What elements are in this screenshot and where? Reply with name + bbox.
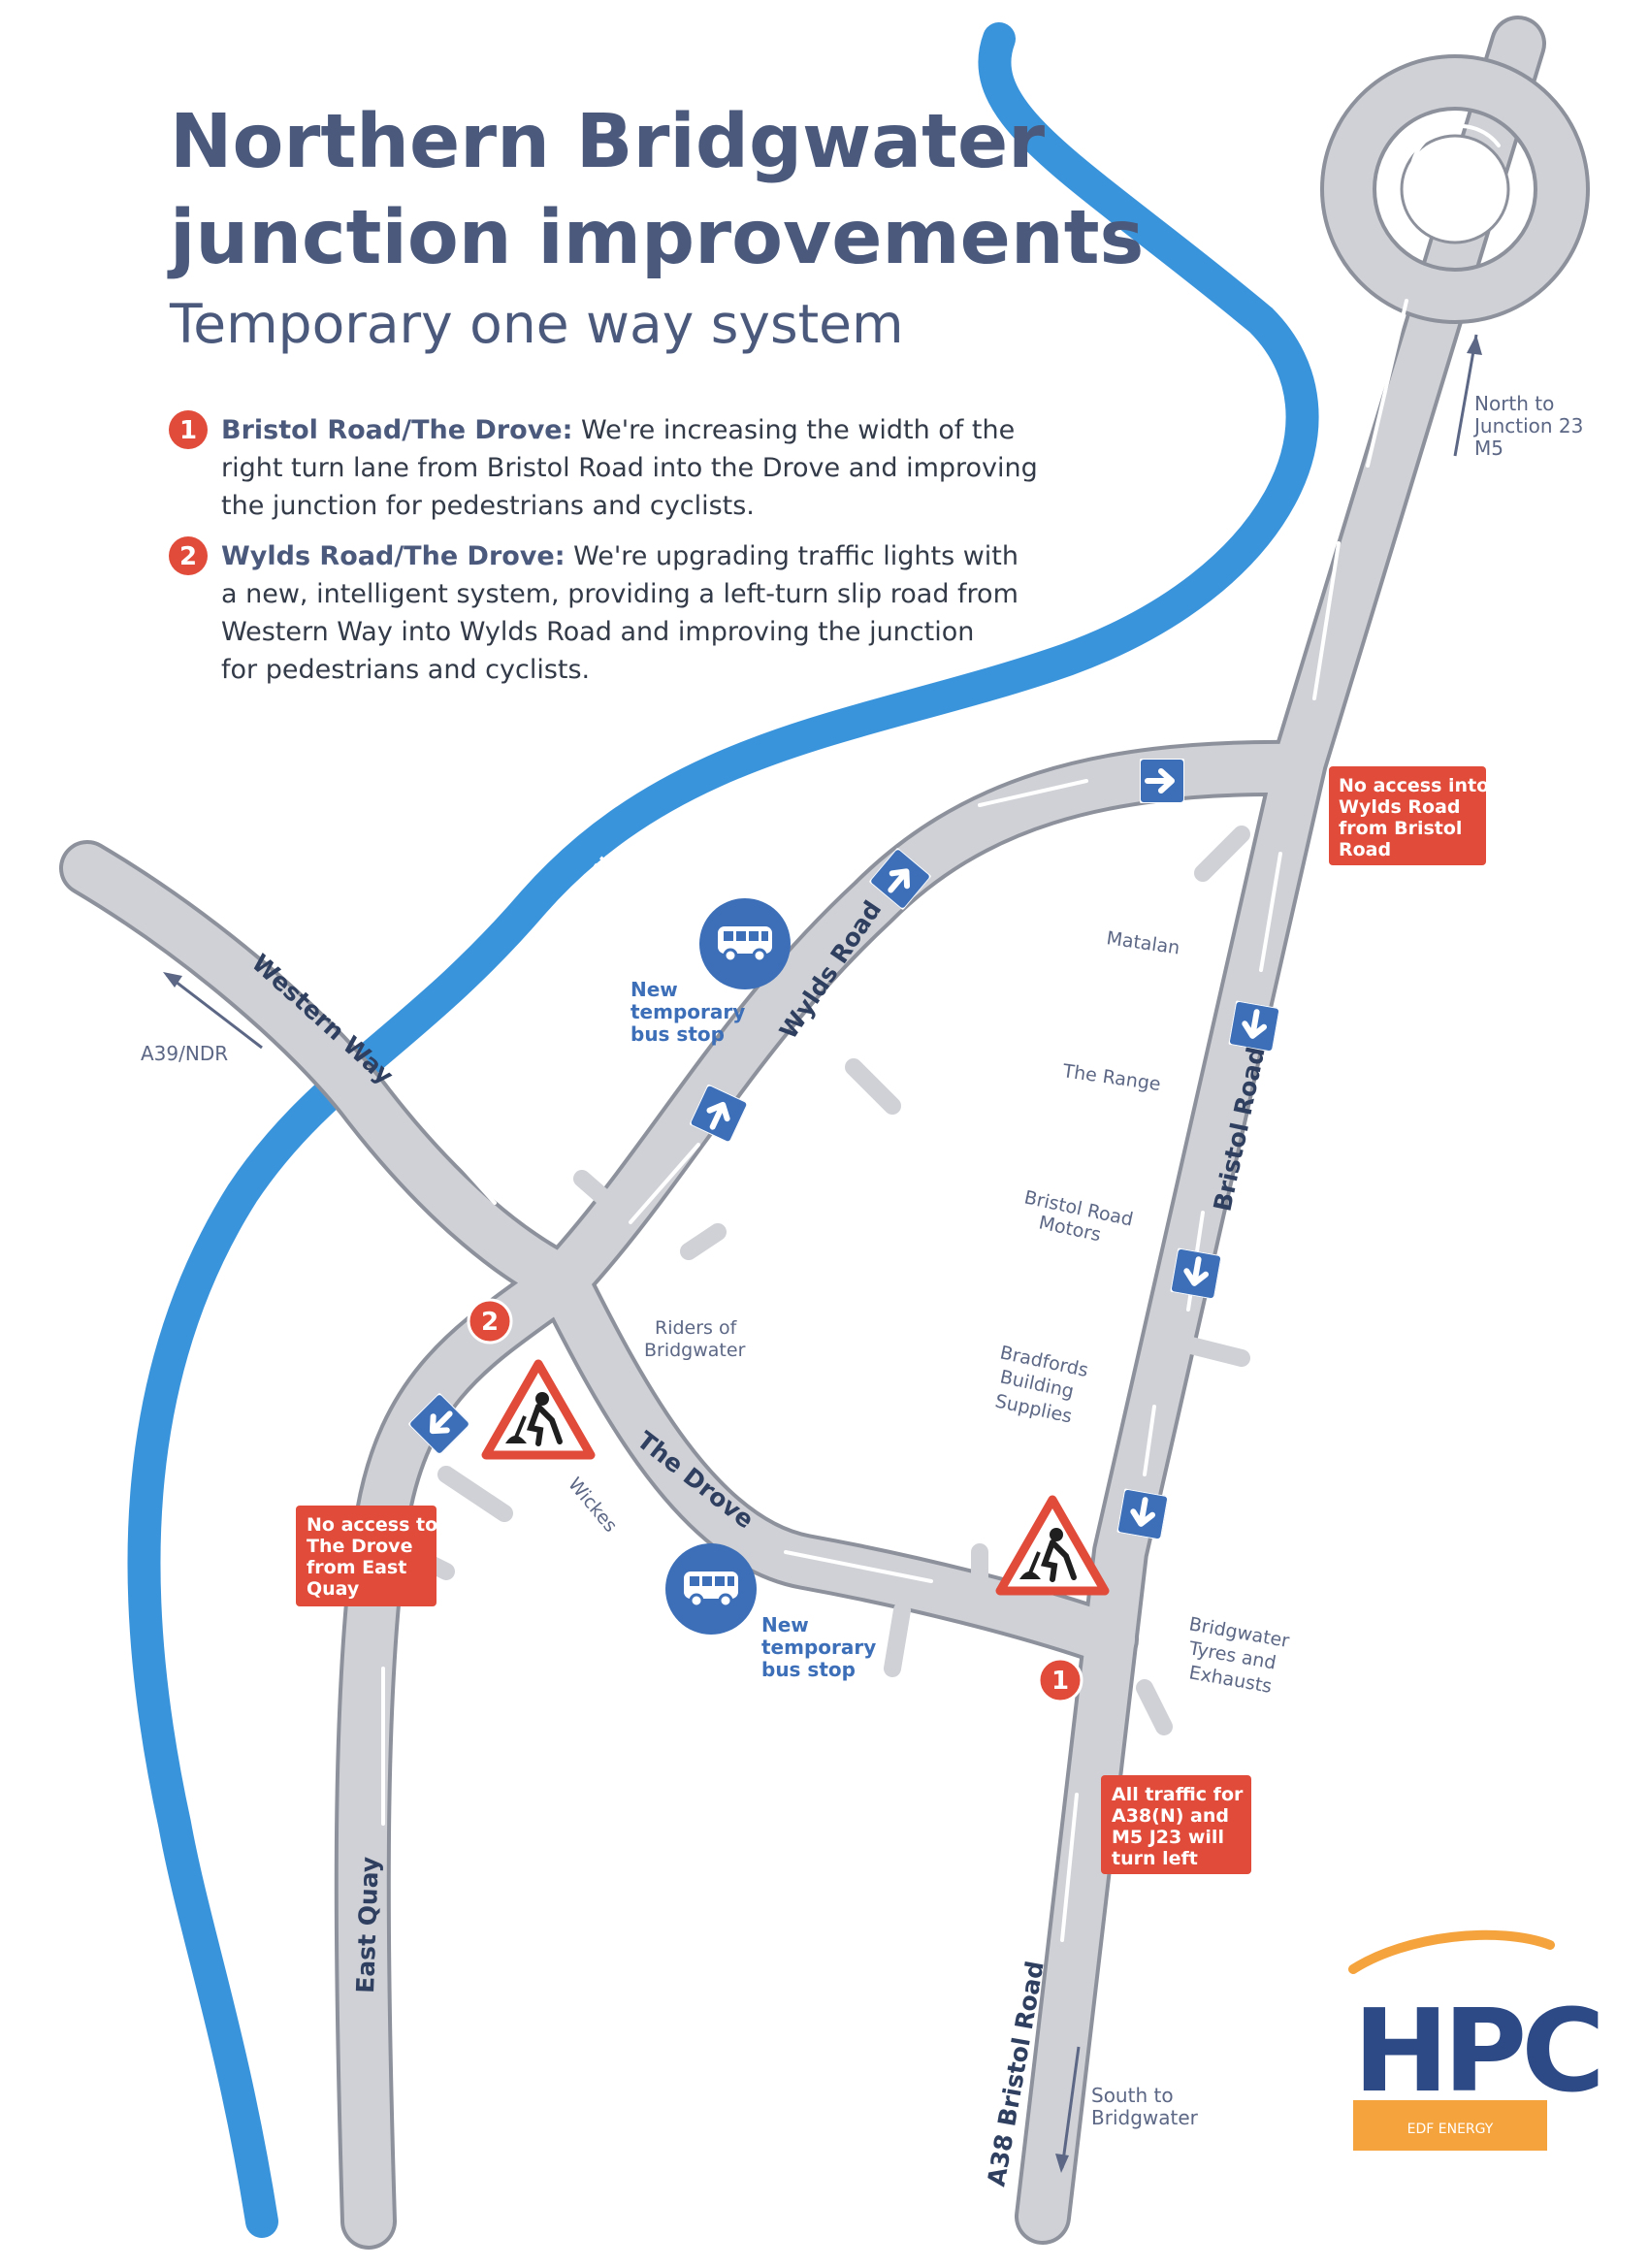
notice-traffic-line-3: M5 J23 will (1112, 1827, 1224, 1848)
point-2-text-4: for pedestrians and cyclists. (221, 655, 590, 685)
north-arrow-icon (1453, 334, 1478, 457)
bus-stop-2-line-3: bus stop (761, 1658, 856, 1681)
hpc-logo-text: HPC (1353, 1984, 1600, 2118)
bus-stop-2-line-1: New (761, 1613, 809, 1636)
notice-drove-line-3: from East (307, 1557, 406, 1578)
bus-icon (698, 897, 792, 990)
notice-wylds-line-2: Wylds Road (1339, 796, 1461, 818)
notice-drove-line-2: The Drove (307, 1536, 412, 1557)
edf-energy-text: EDF ENERGY (1407, 2122, 1494, 2137)
notice-traffic-line-2: A38(N) and (1112, 1805, 1229, 1827)
point-1-line-1: Bristol Road/The Drove: We're increasing… (221, 415, 1015, 445)
road-label-east-quay: East Quay (351, 1856, 384, 1993)
place-wickes: Wickes (564, 1474, 621, 1537)
direction-north: North to Junction 23 M5 (1453, 334, 1583, 460)
header: Northern Bridgwater junction improvement… (167, 99, 1144, 685)
junction-marker-2-number: 2 (481, 1308, 499, 1337)
point-2-line-1: Wylds Road/The Drove: We're upgrading tr… (221, 541, 1018, 571)
bus-stop-1: New temporary bus stop (630, 897, 792, 1046)
bus-stop-1-line-1: New (630, 978, 678, 1001)
place-the-range: The Range (1060, 1060, 1162, 1095)
point-1-text-3: the junction for pedestrians and cyclist… (221, 491, 755, 521)
notice-wylds-line-3: from Bristol (1339, 818, 1462, 839)
roadworks-icon (486, 1364, 591, 1455)
south-line-1: South to (1091, 2084, 1174, 2107)
junction-marker-1-number: 1 (1051, 1667, 1069, 1696)
bus-stop-1-line-3: bus stop (630, 1022, 725, 1046)
junction-marker-2: 2 (467, 1298, 513, 1345)
notice-drove-line-4: Quay (307, 1578, 360, 1600)
bus-stop-1-line-2: temporary (630, 1000, 745, 1023)
river (127, 22, 1319, 2238)
notice-all-traffic: All traffic for A38(N) and M5 J23 will t… (1101, 1775, 1251, 1874)
page-subtitle: Temporary one way system (169, 293, 904, 355)
point-1-text-2: right turn lane from Bristol Road into t… (221, 453, 1038, 483)
junction-marker-1: 1 (1037, 1657, 1083, 1703)
direction-south: South to Bridgwater (1055, 2046, 1199, 2173)
notice-the-drove: No access to The Drove from East Quay (296, 1506, 437, 1606)
place-riders-2: Bridgwater (644, 1340, 746, 1361)
point-2-text-2: a new, intelligent system, providing a l… (221, 579, 1018, 609)
point-1-text-1: We're increasing the width of the (572, 415, 1015, 445)
hpc-logo: HPC EDF ENERGY (1348, 1929, 1605, 2151)
south-line-2: Bridgwater (1091, 2106, 1199, 2129)
page-title-line-1: Northern Bridgwater (170, 99, 1045, 185)
notice-wylds-line-1: No access into (1339, 775, 1489, 796)
point-2-heading: Wylds Road/The Drove: (221, 541, 566, 571)
bus-stop-2-line-2: temporary (761, 1636, 876, 1659)
point-1: 1 Bristol Road/The Drove: We're increasi… (169, 410, 1038, 521)
notice-drove-line-1: No access to (307, 1514, 437, 1536)
notice-traffic-line-4: turn left (1112, 1848, 1198, 1869)
notice-wylds-road: No access into Wylds Road from Bristol R… (1329, 766, 1489, 865)
point-2: 2 Wylds Road/The Drove: We're upgrading … (169, 536, 1018, 685)
lane-markings (381, 124, 1501, 1942)
bus-stop-2: New temporary bus stop (664, 1542, 876, 1681)
point-1-number: 1 (179, 416, 197, 445)
point-2-number: 2 (179, 542, 197, 571)
bus-icon (664, 1542, 758, 1636)
page-title-line-2: junction improvements (167, 195, 1144, 281)
point-2-text-3: Western Way into Wylds Road and improvin… (221, 617, 974, 647)
notice-wylds-line-4: Road (1339, 839, 1391, 860)
direction-a39: A39/NDR (141, 972, 263, 1065)
point-2-text-1: We're upgrading traffic lights with (566, 541, 1018, 571)
point-2-badge (169, 536, 208, 575)
place-matalan: Matalan (1105, 927, 1180, 958)
north-line-1: North to (1474, 392, 1554, 415)
north-line-3: M5 (1474, 437, 1504, 460)
south-arrow-icon (1060, 2046, 1081, 2169)
a39-arrow-icon (166, 973, 263, 1050)
notice-traffic-line-1: All traffic for (1112, 1784, 1244, 1805)
roadworks-icon (1000, 1500, 1105, 1591)
north-line-2: Junction 23 (1472, 414, 1583, 437)
point-1-heading: Bristol Road/The Drove: (221, 415, 572, 445)
place-riders-1: Riders of (655, 1317, 738, 1339)
point-1-badge (169, 410, 208, 449)
a39-label: A39/NDR (141, 1042, 228, 1065)
